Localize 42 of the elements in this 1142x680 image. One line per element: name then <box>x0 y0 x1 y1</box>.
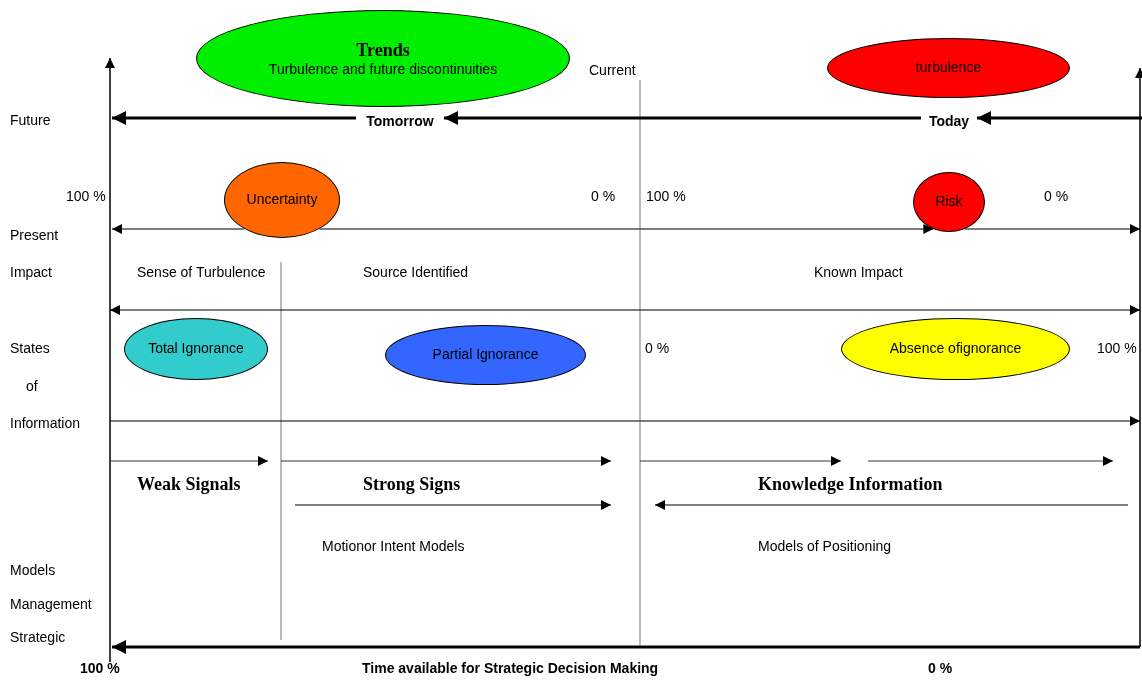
row-label: Present <box>10 228 59 242</box>
node-label: Partial Ignorance <box>432 346 539 364</box>
axis-label: Current <box>589 63 636 77</box>
arrow <box>318 224 934 234</box>
impact-label: Known Impact <box>814 265 903 279</box>
percent-label: 0 % <box>928 661 953 675</box>
time-label: Today <box>925 111 973 131</box>
arrow <box>112 111 356 125</box>
row-label: Strategic <box>10 630 66 644</box>
percent-label: 0 % <box>1044 189 1069 203</box>
row-label: Impact <box>10 265 52 279</box>
row-label: Information <box>10 416 81 430</box>
percent-label: 100 % <box>646 189 686 203</box>
node-title: Trends <box>356 38 410 61</box>
node-label: turbulence <box>915 59 982 77</box>
percent-label: 0 % <box>645 341 670 355</box>
signal-heading: Strong Signs <box>363 475 461 493</box>
model-label: Models of Positioning <box>758 539 892 553</box>
row-label: of <box>26 379 38 393</box>
percent-label: 100 % <box>66 189 106 203</box>
row-label: States <box>10 341 50 355</box>
node-label: Turbulence and future discontinuities <box>268 61 498 79</box>
impact-label: Source Identified <box>363 265 469 279</box>
arrow <box>977 111 1142 125</box>
node-label: Uncertainty <box>246 191 318 209</box>
axis-title: Time available for Strategic Decision Making <box>362 661 659 675</box>
node-label: Absence ofignorance <box>889 340 1022 358</box>
percent-label: 100 % <box>1097 341 1137 355</box>
row-label: Management <box>10 597 92 611</box>
arrow <box>444 111 921 125</box>
row-label: Future <box>10 113 51 127</box>
time-label: Tomorrow <box>360 111 440 131</box>
impact-label: Sense of Turbulence <box>137 265 266 279</box>
signal-heading: Knowledge Information <box>758 475 943 493</box>
percent-label: 0 % <box>591 189 616 203</box>
row-label: Models <box>10 563 56 577</box>
percent-label: 100 % <box>80 661 120 675</box>
node-label: Risk <box>935 193 963 211</box>
signal-heading: Weak Signals <box>137 475 241 493</box>
arrow <box>111 224 246 234</box>
node-label: Total Ignorance <box>148 340 244 358</box>
model-label: Motionor Intent Models <box>322 539 465 553</box>
